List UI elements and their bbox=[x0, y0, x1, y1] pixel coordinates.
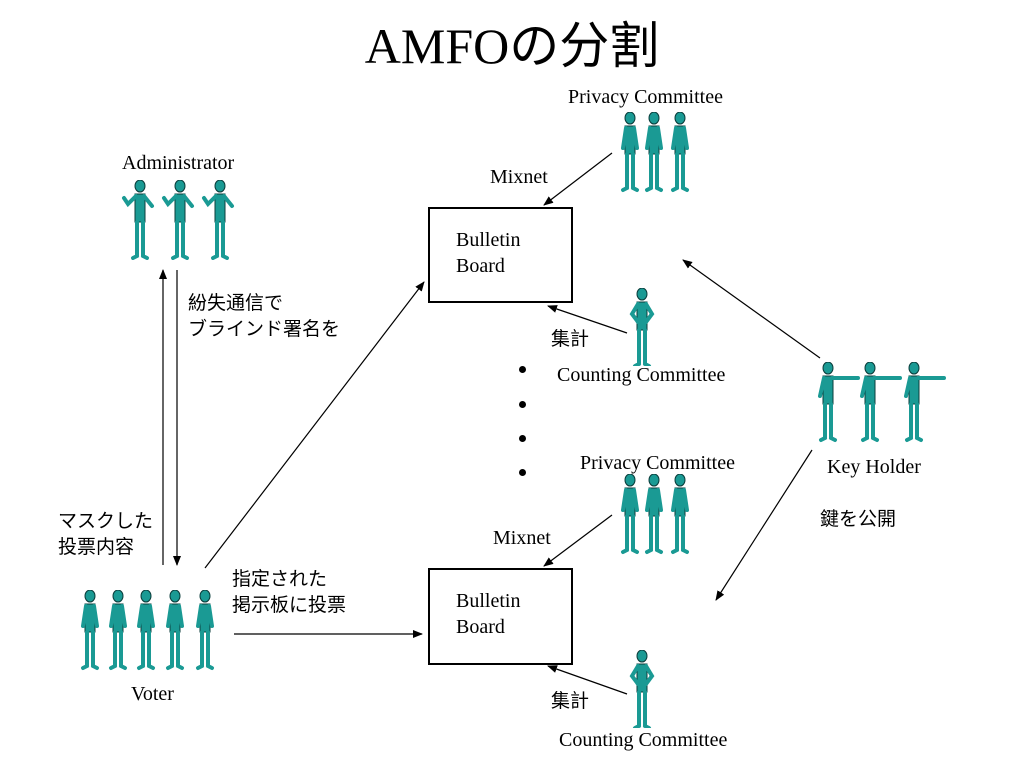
cast-vote-label: 指定された 掲示板に投票 bbox=[232, 566, 346, 618]
privacy-committee-bottom-group bbox=[610, 473, 700, 560]
figure-group-drawing bbox=[621, 473, 689, 554]
counting-committee-bottom-group bbox=[618, 649, 668, 730]
publish-key-label: 鍵を公開 bbox=[820, 508, 897, 530]
bulletin-board-label: Bulletin Board bbox=[456, 590, 521, 638]
person-figure bbox=[81, 589, 99, 670]
voter-label: Voter bbox=[131, 683, 174, 705]
privacy-committee-top-label: Privacy Committee bbox=[568, 86, 723, 108]
arrow-tally-bottom bbox=[547, 665, 628, 695]
arrow-mixnet-top bbox=[543, 152, 613, 206]
arrow-key-to-bottom bbox=[715, 449, 813, 601]
arrow-tally-top bbox=[547, 305, 628, 334]
bulletin-board-bottom: Bulletin Board bbox=[428, 568, 573, 665]
person-figure bbox=[109, 589, 127, 670]
blind-signature-label: 紛失通信で ブラインド署名を bbox=[188, 290, 340, 342]
arrow-mixnet-bottom bbox=[543, 514, 613, 567]
key-holder-label: Key Holder bbox=[827, 456, 921, 478]
person-figure bbox=[860, 361, 902, 442]
blind-signature-line: 紛失通信で bbox=[188, 292, 284, 314]
cast-vote-line: 掲示板に投票 bbox=[232, 594, 347, 616]
figure-group-drawing bbox=[629, 287, 655, 368]
page-title: AMFOの分割 bbox=[364, 18, 660, 74]
arrow-voter-to-board-top bbox=[204, 281, 425, 569]
blind-signature-line: ブラインド署名を bbox=[188, 318, 341, 340]
person-figure bbox=[137, 589, 155, 670]
administrator-group bbox=[110, 179, 250, 260]
ellipsis-dot bbox=[519, 366, 526, 373]
masked-vote-label: マスクした 投票内容 bbox=[58, 508, 153, 560]
counting-committee-top-label: Counting Committee bbox=[557, 364, 726, 386]
person-figure bbox=[904, 361, 946, 442]
figure-group-drawing bbox=[122, 179, 234, 260]
person-figure bbox=[196, 589, 214, 670]
privacy-committee-top-group bbox=[610, 111, 700, 198]
person-figure bbox=[621, 111, 639, 192]
cast-vote-line: 指定された bbox=[232, 568, 328, 590]
figure-group-drawing bbox=[818, 361, 946, 442]
person-figure bbox=[671, 473, 689, 554]
tally-bottom-label: 集計 bbox=[551, 690, 590, 712]
person-figure bbox=[629, 649, 655, 730]
ellipsis-dot bbox=[519, 401, 526, 408]
figure-group-drawing bbox=[81, 589, 214, 670]
person-figure bbox=[166, 589, 184, 670]
counting-committee-bottom-label: Counting Committee bbox=[559, 729, 728, 751]
person-figure bbox=[645, 111, 663, 192]
person-figure bbox=[671, 111, 689, 192]
person-figure bbox=[629, 287, 655, 368]
arrow-key-to-top bbox=[682, 259, 821, 359]
figure-group-drawing bbox=[629, 649, 655, 730]
mixnet-top-label: Mixnet bbox=[490, 166, 548, 188]
key-holder-group bbox=[810, 361, 960, 450]
person-figure bbox=[621, 473, 639, 554]
person-figure bbox=[645, 473, 663, 554]
bulletin-board-label: Bulletin Board bbox=[456, 229, 521, 277]
person-figure bbox=[202, 179, 234, 260]
masked-vote-line: 投票内容 bbox=[58, 536, 135, 558]
counting-committee-top-group bbox=[618, 287, 668, 368]
masked-vote-line: マスクした bbox=[58, 510, 154, 532]
person-figure bbox=[122, 179, 154, 260]
privacy-committee-bottom-label: Privacy Committee bbox=[580, 452, 735, 474]
voter-group bbox=[75, 589, 225, 675]
ellipsis-dot bbox=[519, 469, 526, 476]
person-figure bbox=[818, 361, 860, 442]
ellipsis-dot bbox=[519, 435, 526, 442]
person-figure bbox=[162, 179, 194, 260]
bulletin-board-top: Bulletin Board bbox=[428, 207, 573, 303]
tally-top-label: 集計 bbox=[551, 328, 590, 350]
mixnet-bottom-label: Mixnet bbox=[493, 527, 551, 549]
figure-group-drawing bbox=[621, 111, 689, 192]
administrator-label: Administrator bbox=[122, 152, 235, 174]
